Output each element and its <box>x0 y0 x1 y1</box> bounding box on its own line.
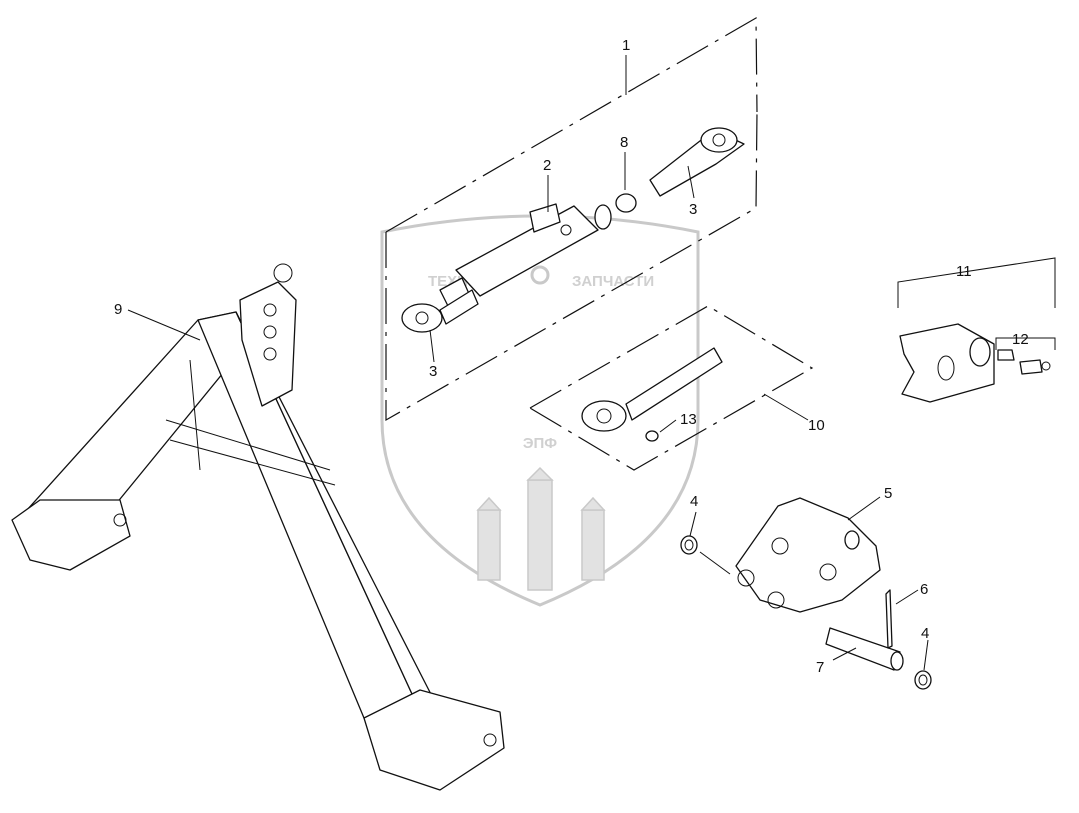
small-nut-part <box>645 430 659 442</box>
washer-part-left <box>680 535 698 555</box>
callout-1: 1 <box>622 37 630 54</box>
part12-bracket <box>995 337 1056 350</box>
callout-labels: 1 2 3 3 4 4 5 6 7 8 9 10 11 12 13 <box>114 37 1029 676</box>
callout-3-upper: 3 <box>689 201 697 218</box>
callout-10: 10 <box>808 417 825 434</box>
cotter-pin-part <box>885 589 893 649</box>
callout-4-left: 4 <box>690 493 698 510</box>
callout-7: 7 <box>816 659 824 676</box>
callout-11: 11 <box>956 263 972 280</box>
hitch-bracket-part <box>735 497 881 613</box>
callout-12: 12 <box>1012 331 1029 348</box>
callout-6: 6 <box>920 581 928 598</box>
callout-8: 8 <box>620 134 628 151</box>
wheat-emblem-icon <box>476 466 606 591</box>
rod-end-upper-part <box>615 127 745 213</box>
leader-lines <box>127 152 929 671</box>
rod-end-lower-part <box>401 289 479 333</box>
watermark-letters: ЭПФ <box>523 435 557 452</box>
part11-bracket <box>897 257 1056 308</box>
pin-part <box>825 627 904 671</box>
part10-frame <box>528 305 814 471</box>
watermark-logo: ТЕХНИКА ЗАПЧАСТИ ЭПФ <box>380 214 700 607</box>
a-frame-part <box>11 263 505 791</box>
callout-13: 13 <box>680 411 697 428</box>
bolt-spring-part <box>997 349 1051 375</box>
callout-5: 5 <box>884 485 892 502</box>
threaded-rod-end-part <box>581 347 723 432</box>
toplink-frame <box>385 16 758 422</box>
callout-2: 2 <box>543 157 551 174</box>
washer-part-right <box>914 670 932 690</box>
watermark-right-word: ЗАПЧАСТИ <box>572 273 654 290</box>
callout-3-lower: 3 <box>429 363 437 380</box>
yoke-part <box>899 323 995 403</box>
callout-9: 9 <box>114 301 122 318</box>
callout-4-right: 4 <box>921 625 929 642</box>
